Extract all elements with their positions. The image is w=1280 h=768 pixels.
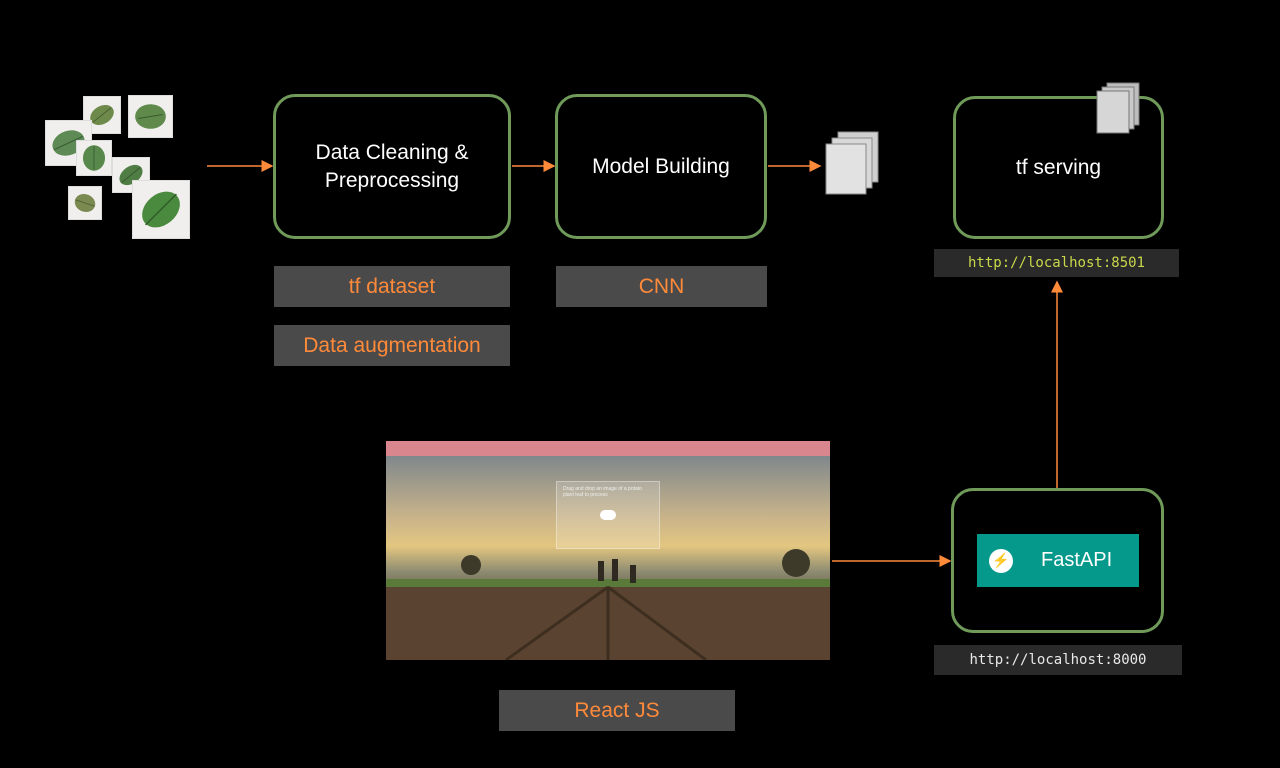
document-stack-icon [825,131,879,195]
screenshot-title-bar [386,441,830,456]
data-augmentation-tag: Data augmentation [274,325,510,366]
model-building-label: Model Building [592,154,730,178]
tf-serving-label: tf serving [1015,155,1102,179]
react-app-screenshot: Drag and drop an image of a potato plant… [386,441,830,660]
leaf-icon [132,180,190,239]
fastapi-logo: ⚡ FastAPI [977,534,1139,587]
upload-cloud-icon [600,510,616,520]
tf-serving-url: http://localhost:8501 [934,249,1179,277]
preprocessing-box: Data Cleaning & Preprocessing [273,94,511,239]
upload-dropzone[interactable]: Drag and drop an image of a potato plant… [556,481,660,549]
fastapi-url: http://localhost:8000 [934,645,1182,675]
leaf-icon [68,186,102,220]
field-scene [386,549,830,660]
preprocessing-label: Data Cleaning & Preprocessing [315,141,469,192]
tf-dataset-tag: tf dataset [274,266,510,307]
upload-hint: Drag and drop an image of a potato plant… [563,486,642,498]
bolt-icon: ⚡ [989,548,1013,573]
leaf-icon [128,95,173,138]
model-building-box: Model Building [555,94,767,239]
cnn-tag: CNN [556,266,767,307]
document-stack-icon [1096,82,1140,134]
leaf-icon [76,140,112,176]
react-js-tag: React JS [499,690,735,731]
fastapi-label: FastAPI [1041,549,1113,571]
